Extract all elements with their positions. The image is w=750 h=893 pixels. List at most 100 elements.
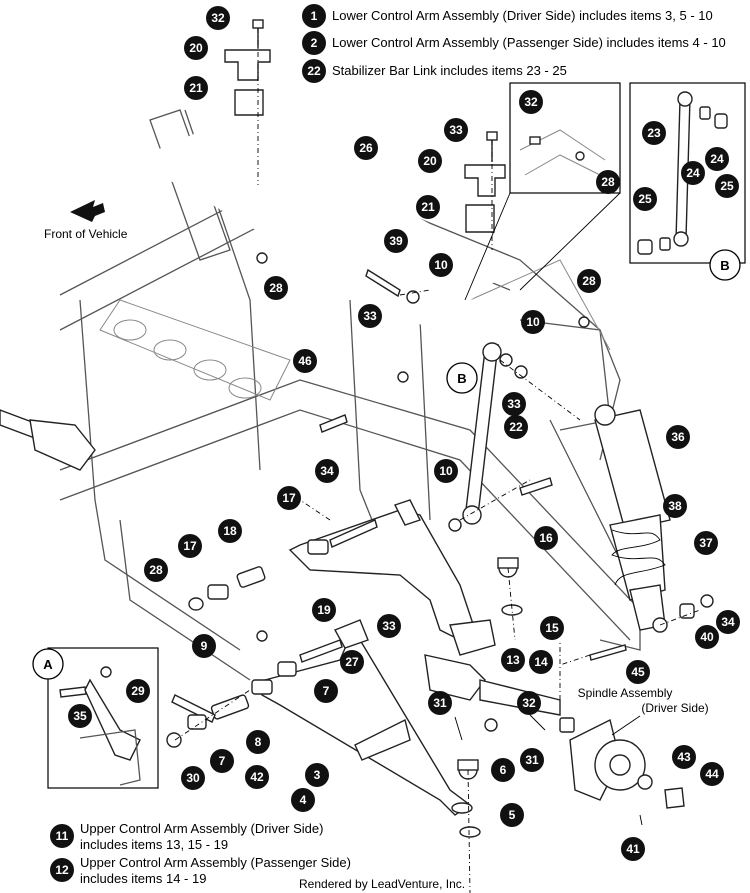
callout-number: 28: [582, 274, 596, 288]
callout-number: 44: [705, 767, 719, 781]
callout-17: 17: [178, 534, 202, 558]
callout-35: 35: [68, 704, 92, 728]
alignment-lines: [174, 28, 701, 893]
callout-18: 18: [218, 519, 242, 543]
callout-number: 10: [526, 315, 540, 329]
svg-text:B: B: [457, 371, 466, 386]
callout-21: 21: [416, 195, 440, 219]
callout-34: 34: [315, 459, 339, 483]
callout-33: 33: [358, 304, 382, 328]
callout-number: 23: [647, 126, 661, 140]
callout-40: 40: [695, 625, 719, 649]
callout-number: 24: [710, 152, 724, 166]
spindle-label-line2: (Driver Side): [641, 701, 708, 715]
callout-number: 34: [721, 615, 735, 629]
callout-26: 26: [354, 136, 378, 160]
callout-41: 41: [621, 837, 645, 861]
callout-number: 28: [601, 175, 615, 189]
detail-label-b-box: B: [709, 249, 741, 281]
callout-number: 18: [223, 524, 237, 538]
callout-10: 10: [429, 253, 453, 277]
callout-13: 13: [501, 648, 525, 672]
lower-control-arm: [261, 619, 473, 816]
callout-24: 24: [681, 161, 705, 185]
front-arrow-icon: [70, 200, 105, 222]
svg-text:B: B: [720, 258, 729, 273]
callout-number: 16: [539, 531, 553, 545]
svg-text:A: A: [43, 657, 53, 672]
callout-37: 37: [694, 531, 718, 555]
callout-number: 17: [183, 539, 197, 553]
callout-number: 37: [699, 536, 713, 550]
callout-number: 28: [149, 563, 163, 577]
callout-9: 9: [192, 634, 216, 658]
callout-19: 19: [312, 598, 336, 622]
detail-label-a-box: A: [32, 648, 64, 680]
svg-text:22: 22: [307, 64, 321, 78]
callout-32: 32: [517, 691, 541, 715]
callout-number: 31: [525, 753, 539, 767]
svg-text:12: 12: [55, 863, 69, 877]
spindle-label-line1: Spindle Assembly: [578, 686, 673, 700]
callout-number: 7: [323, 684, 330, 698]
callout-7: 7: [314, 679, 338, 703]
callout-number: 4: [300, 793, 307, 807]
callout-15: 15: [540, 616, 564, 640]
callout-number: 20: [423, 154, 437, 168]
callout-38: 38: [663, 494, 687, 518]
callout-number: 40: [700, 630, 714, 644]
callout-32: 32: [519, 90, 543, 114]
callout-number: 21: [421, 200, 435, 214]
callout-20: 20: [418, 149, 442, 173]
callout-number: 8: [255, 735, 262, 749]
callout-number: 34: [320, 464, 334, 478]
callout-39: 39: [384, 229, 408, 253]
bracket-20-right: [464, 131, 506, 233]
callout-44: 44: [700, 762, 724, 786]
callout-8: 8: [246, 730, 270, 754]
callout-30: 30: [181, 766, 205, 790]
callout-25: 25: [633, 187, 657, 211]
callout-46: 46: [293, 349, 317, 373]
bracket-20-top: [224, 19, 271, 116]
callout-17: 17: [277, 486, 301, 510]
callout-16: 16: [534, 526, 558, 550]
legend-num-12: 12: [50, 858, 74, 882]
callout-number: 45: [631, 665, 645, 679]
callout-number: 27: [345, 655, 359, 669]
callout-number: 10: [439, 464, 453, 478]
callout-24: 24: [705, 147, 729, 171]
callout-20: 20: [184, 36, 208, 60]
vehicle-frame: [59, 109, 641, 681]
callout-number: 33: [382, 619, 396, 633]
callout-10: 10: [521, 310, 545, 334]
callout-number: 33: [507, 397, 521, 411]
callout-28: 28: [596, 170, 620, 194]
callout-number: 30: [186, 771, 200, 785]
hardware-bolts-nuts: [166, 252, 714, 826]
legend-num-11: 11: [50, 824, 74, 848]
callout-number: 22: [509, 420, 523, 434]
callout-10: 10: [434, 459, 458, 483]
legend-num-1: 1: [302, 4, 326, 28]
stabilizer-link-22: [462, 342, 502, 525]
legend-num-2: 2: [302, 31, 326, 55]
callout-25: 25: [715, 174, 739, 198]
callout-number: 39: [389, 234, 403, 248]
callout-number: 35: [73, 709, 87, 723]
callout-6: 6: [491, 758, 515, 782]
callout-number: 38: [668, 499, 682, 513]
spindle-assembly: [559, 717, 685, 809]
callout-number: 33: [449, 123, 463, 137]
svg-text:2: 2: [311, 36, 318, 50]
callout-42: 42: [245, 765, 269, 789]
shock-absorber-35: [594, 404, 671, 633]
detail-box-a: [47, 647, 159, 789]
callout-4: 4: [291, 788, 315, 812]
callout-number: 43: [677, 750, 691, 764]
callout-45: 45: [626, 660, 650, 684]
callout-number: 25: [638, 192, 652, 206]
callout-31: 31: [428, 691, 452, 715]
